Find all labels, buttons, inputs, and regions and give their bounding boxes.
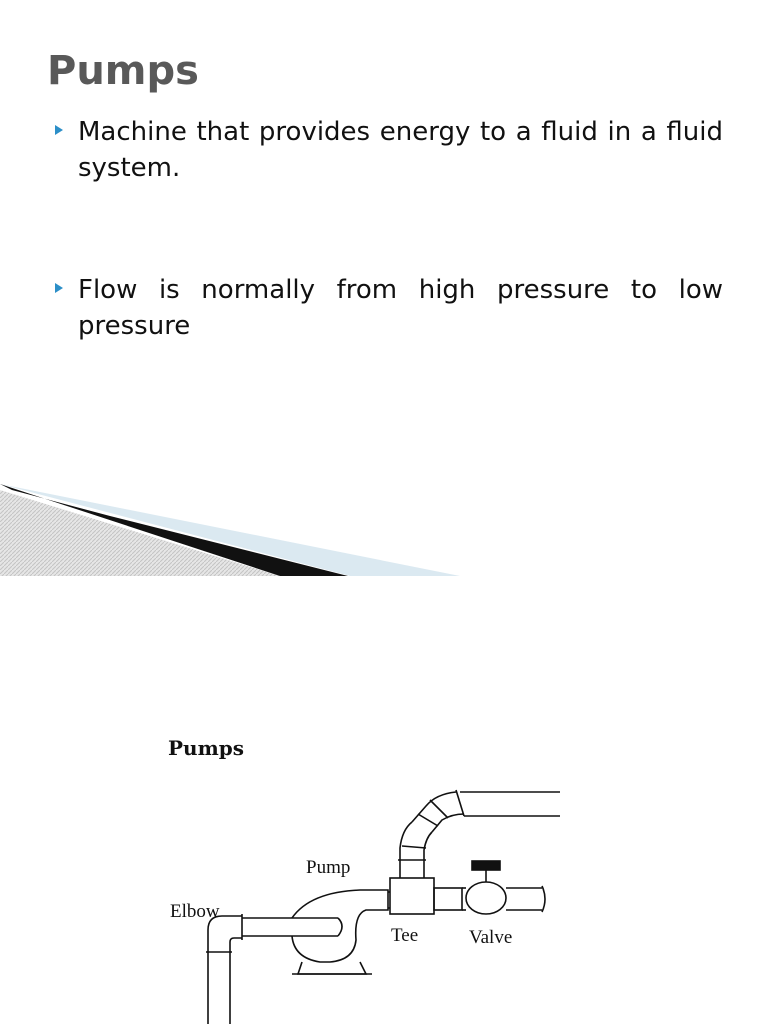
slide-title: Pumps [47,48,199,94]
top-pipe [460,791,560,817]
decorative-swoosh [0,484,460,576]
bullet-arrow-icon [55,125,63,135]
tee-label: Tee [391,925,419,946]
slide-separator [0,576,768,716]
tee-fitting [389,859,435,915]
swoosh-light [0,484,460,576]
riser-elbows [399,789,465,860]
diagram-title: Pumps [168,736,244,760]
bullet-item: Flow is normally from high pressure to l… [55,272,723,344]
bullet-arrow-icon [55,283,63,293]
bullet-list: Machine that provides energy to a fluid … [55,114,723,344]
slide: Pumps Machine that provides energy to a … [0,48,723,576]
inlet-pipe [242,917,338,937]
pump-piping-diagram [206,789,560,1024]
bullet-text: Machine that provides energy to a fluid … [78,117,723,183]
elbow-label: Elbow [170,901,220,922]
pump-label: Pump [306,857,351,878]
valve-fitting [462,860,546,915]
suction-pipe [207,952,231,1024]
pump-casing [291,889,389,975]
valve-label: Valve [469,927,513,948]
bullet-item: Machine that provides energy to a fluid … [55,114,723,186]
swoosh-hatch [0,490,280,576]
bullet-text: Flow is normally from high pressure to l… [78,275,723,341]
tee-to-valve-pipe [433,887,463,911]
